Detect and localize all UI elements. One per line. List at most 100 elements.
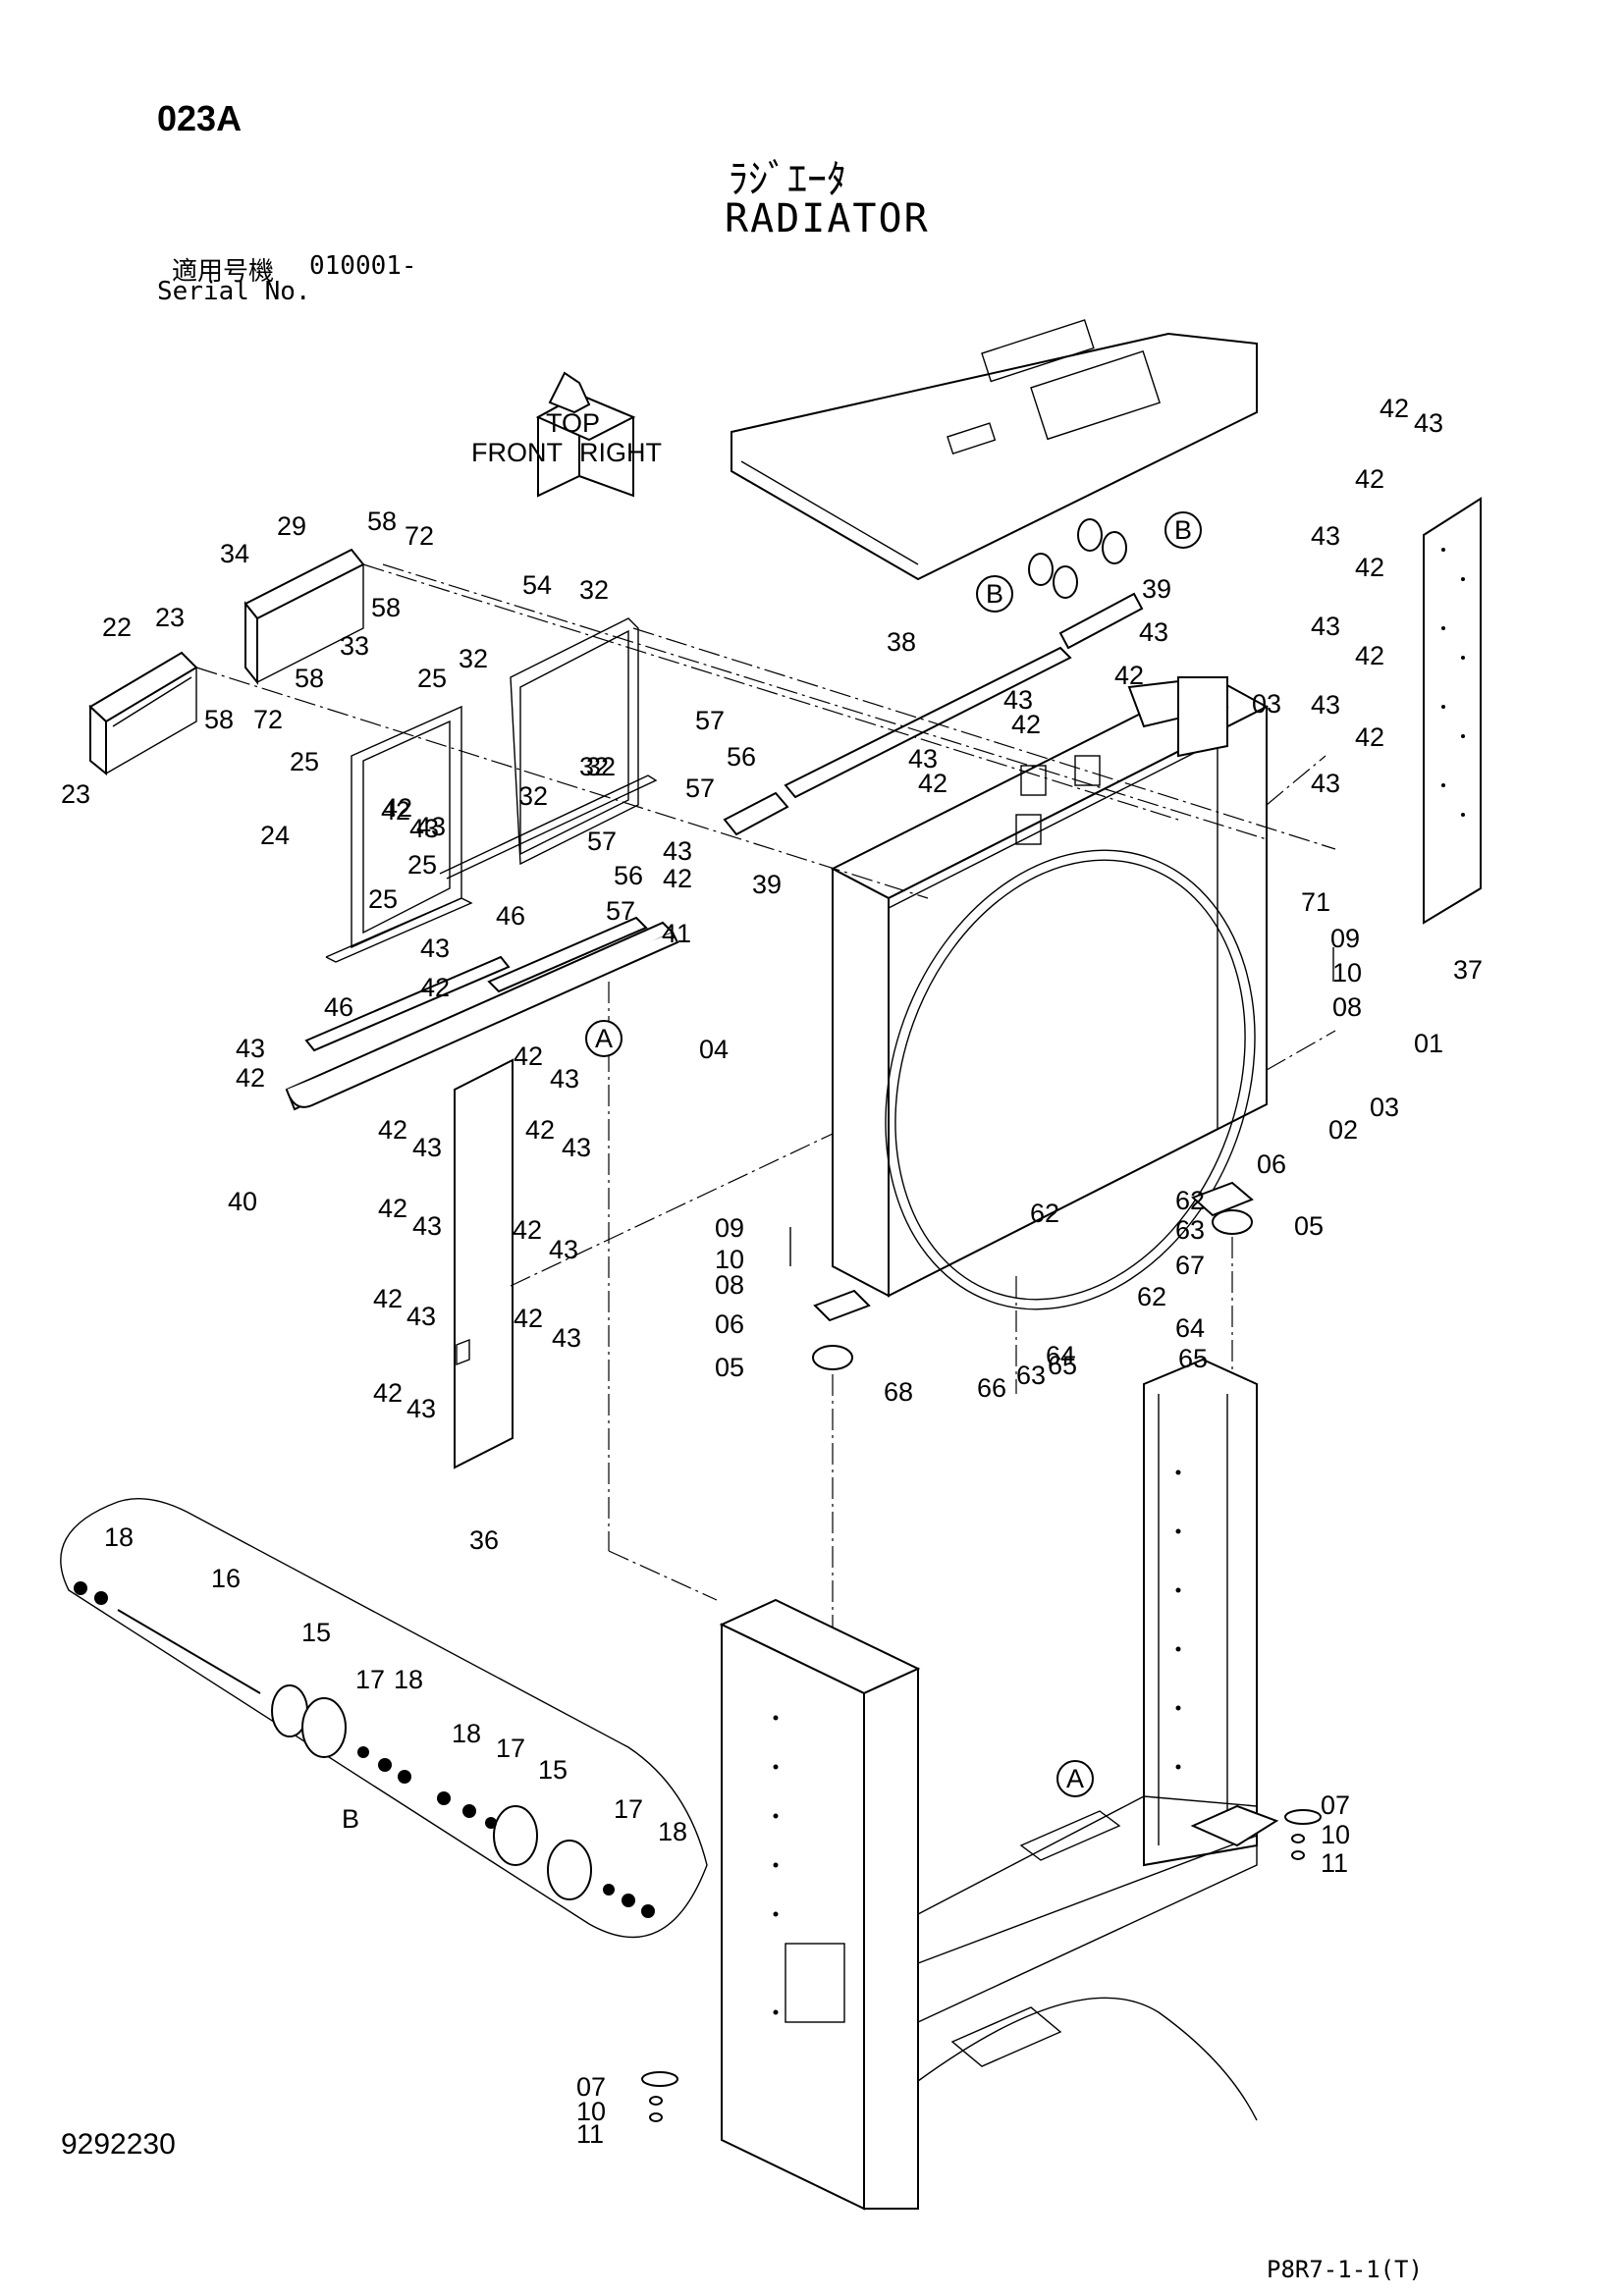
part-number-label: 43 (406, 1394, 436, 1423)
guide-rails (285, 592, 1144, 1111)
aux-cooler-22 (88, 651, 198, 776)
part-number-label: 43 (1414, 408, 1443, 438)
part-number-label: 43 (908, 744, 938, 774)
part-number-label: 43 (236, 1034, 265, 1063)
part-number-label: 32 (579, 575, 609, 605)
part-number-label: 42 (514, 1041, 543, 1071)
part-number-label: 42 (1355, 464, 1384, 494)
part-number-label: 46 (324, 992, 353, 1022)
part-number-label: 43 (409, 814, 439, 843)
part-number-label: 43 (1139, 617, 1168, 647)
page-code: 023A (157, 98, 243, 138)
page-title: RADIATOR (725, 196, 930, 241)
svg-text:A: A (1066, 1764, 1084, 1793)
part-number-label: 39 (752, 870, 782, 899)
part-number-label: 29 (277, 511, 306, 541)
part-number-label: 54 (522, 570, 552, 600)
part-number-label: 15 (301, 1618, 331, 1647)
part-number-label: 17 (614, 1794, 643, 1824)
orientation-front-label: FRONT (471, 438, 563, 467)
part-number-label: 43 (416, 812, 446, 841)
title-japanese: ﾗｼﾞｴｰﾀ (729, 157, 846, 202)
part-number-label: 72 (253, 705, 283, 734)
part-number-label: 67 (1175, 1251, 1205, 1280)
part-number-label: 72 (405, 521, 434, 551)
part-number-label: 11 (576, 2119, 604, 2149)
part-number-label: 42 (1355, 722, 1384, 752)
part-number-label: 58 (295, 664, 324, 693)
left-side-plate (454, 1058, 514, 1469)
part-number-label: 43 (1311, 769, 1340, 798)
callout-b-left: B (976, 575, 1013, 613)
svg-text:A: A (595, 1024, 613, 1053)
detail-b-label: B (342, 1804, 359, 1834)
part-number-label: 64 (1175, 1313, 1205, 1343)
orientation-right-label: RIGHT (579, 438, 662, 467)
part-number-label: 42 (1355, 641, 1384, 670)
part-number-label: 42 (383, 793, 412, 823)
upper-rubber-mounts (1028, 518, 1127, 599)
part-number-label: 25 (417, 664, 447, 693)
orientation-compass: FRONT RIGHT TOP (471, 371, 662, 498)
part-number-label: 05 (715, 1353, 744, 1382)
part-number-label: 24 (260, 821, 290, 850)
part-number-label: 42 (378, 1115, 407, 1145)
part-number-label: 71 (1301, 887, 1330, 917)
part-number-label: 10 (715, 1245, 744, 1274)
part-number-label: 32 (579, 752, 609, 781)
part-number-label: 43 (1311, 690, 1340, 720)
part-number-label: 34 (220, 539, 249, 568)
part-number-label: 62 (1030, 1199, 1059, 1228)
part-number-label: 37 (1453, 955, 1483, 985)
orientation-top-label: TOP (546, 408, 600, 438)
part-number-label: 62 (1137, 1282, 1166, 1311)
part-number-label: 43 (550, 1064, 579, 1094)
callout-a-lower: A (1056, 1760, 1094, 1797)
part-number-label: 08 (1332, 992, 1362, 1022)
part-number-label: 42 (514, 1304, 543, 1333)
radiator-core (830, 675, 1270, 1310)
part-number-label: 39 (1142, 574, 1171, 604)
part-number-label: 32 (586, 752, 616, 781)
part-number-label: 42 (513, 1215, 542, 1245)
part-number-label: 03 (1370, 1093, 1399, 1122)
part-number-label: 32 (518, 781, 548, 811)
part-number-label: 46 (496, 901, 525, 931)
serial-label-japanese: 適用号機 (172, 257, 275, 287)
part-number-label: 38 (887, 627, 916, 657)
serial-label: Serial No. (157, 277, 311, 306)
part-number-label: 40 (228, 1187, 257, 1216)
part-number-label: 56 (614, 861, 643, 890)
svg-text:B: B (1174, 515, 1192, 545)
part-number-label: 10 (1332, 958, 1362, 988)
part-number-label: 42 (373, 1378, 403, 1408)
part-number-label: 05 (1294, 1211, 1324, 1241)
radiator-mounts (789, 947, 1334, 1370)
part-number-label: 18 (104, 1522, 134, 1552)
serial-number-value: 010001- (309, 251, 417, 281)
part-number-label: 32 (459, 644, 488, 673)
part-number-label: 07 (576, 2072, 606, 2102)
part-number-label: 42 (918, 769, 947, 798)
part-number-label: 57 (685, 774, 715, 803)
part-number-label: 23 (61, 779, 90, 809)
part-number-label: 15 (538, 1755, 568, 1785)
part-number-label: 58 (371, 593, 401, 622)
part-number-label: 43 (663, 836, 692, 866)
part-number-label: 11 (1321, 1848, 1348, 1878)
part-number-label: 43 (562, 1133, 591, 1162)
callout-b-right: B (1164, 511, 1202, 549)
part-number-label: 17 (496, 1734, 525, 1763)
part-number-label: 42 (381, 796, 410, 826)
part-number-label: 65 (1178, 1344, 1208, 1373)
part-number-label: 43 (1003, 685, 1033, 715)
aux-cooler-29 (244, 548, 365, 685)
part-number-label: 65 (1048, 1351, 1077, 1380)
detail-b-enlarged-view (60, 1497, 708, 1939)
part-number-label: 58 (204, 705, 234, 734)
part-number-label: 08 (715, 1270, 744, 1300)
part-number-label: 22 (102, 613, 132, 642)
part-number-label: 42 (525, 1115, 555, 1145)
part-number-label: 25 (407, 850, 437, 880)
